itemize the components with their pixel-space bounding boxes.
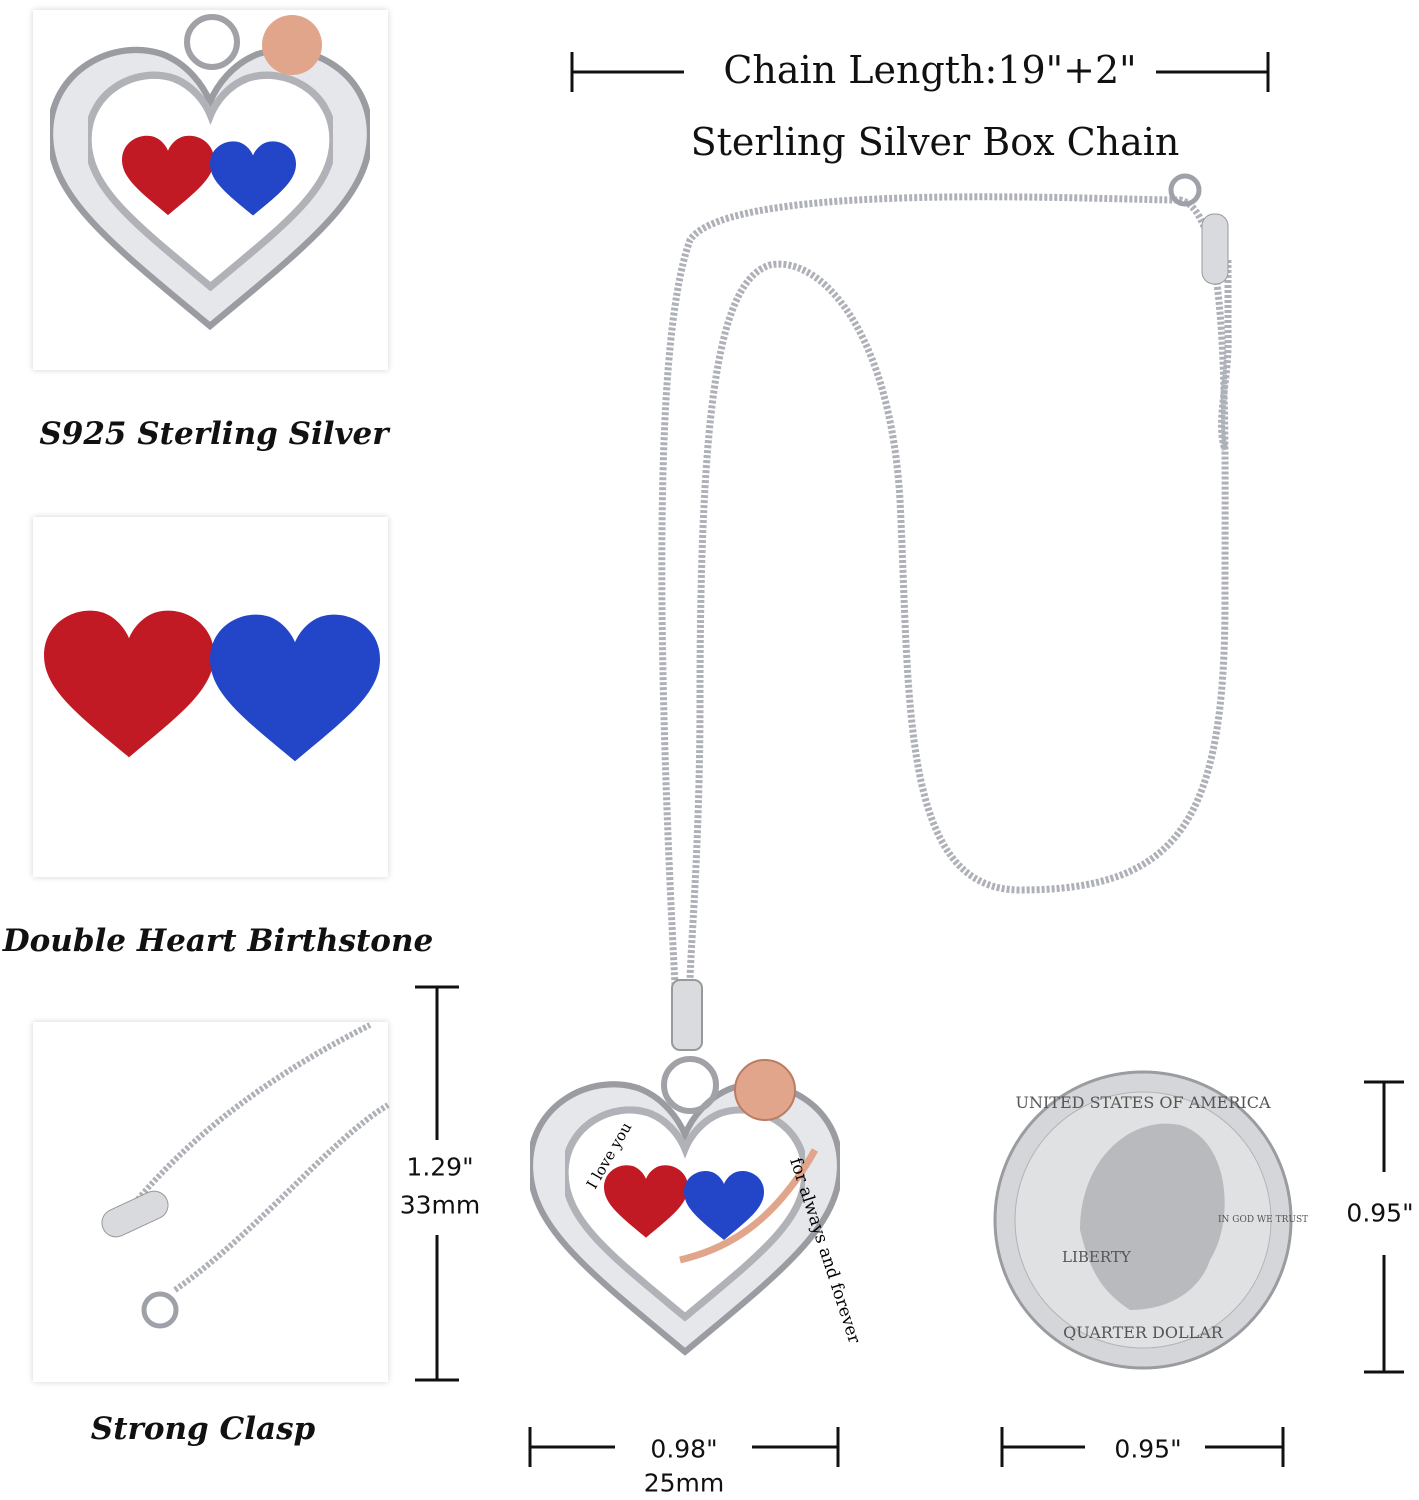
coin-height-in: 0.95" xyxy=(1346,1198,1414,1228)
chain-length-label: Chain Length:19"+2" xyxy=(723,48,1137,92)
panel-sterling-silver xyxy=(33,10,388,370)
clasp-detail xyxy=(122,1022,390,1293)
quarter-coin: LIBERTY IN GOD WE TRUST UNITED STATES OF… xyxy=(993,1070,1308,1370)
caption-sterling-silver: S925 Sterling Silver xyxy=(39,416,389,452)
spring-clasp xyxy=(1168,173,1202,207)
pendant-width-mm: 25mm xyxy=(643,1468,725,1498)
svg-text:QUARTER DOLLAR: QUARTER DOLLAR xyxy=(1063,1323,1224,1342)
svg-text:LIBERTY: LIBERTY xyxy=(1062,1248,1132,1266)
panel-birthstone xyxy=(33,517,388,877)
pendant-width-in: 0.98" xyxy=(650,1434,718,1464)
box-chain xyxy=(658,193,1232,986)
panel-clasp xyxy=(33,1022,388,1382)
panel1-pendant xyxy=(50,14,370,326)
caption-clasp: Strong Clasp xyxy=(90,1411,316,1447)
dimension-lines xyxy=(415,52,1404,1467)
coin-width-in: 0.95" xyxy=(1114,1434,1182,1464)
pendant-height-mm: 33mm xyxy=(399,1190,481,1220)
svg-text:IN GOD WE TRUST: IN GOD WE TRUST xyxy=(1218,1215,1308,1225)
chain-tag xyxy=(1201,213,1229,285)
chain-type-label: Sterling Silver Box Chain xyxy=(690,120,1180,164)
svg-text:UNITED STATES OF AMERICA: UNITED STATES OF AMERICA xyxy=(1016,1093,1271,1112)
pendant-height-in: 1.29" xyxy=(406,1152,474,1182)
caption-birthstone: Double Heart Birthstone xyxy=(2,923,434,959)
main-pendant: I love you for always and forever xyxy=(530,979,864,1352)
